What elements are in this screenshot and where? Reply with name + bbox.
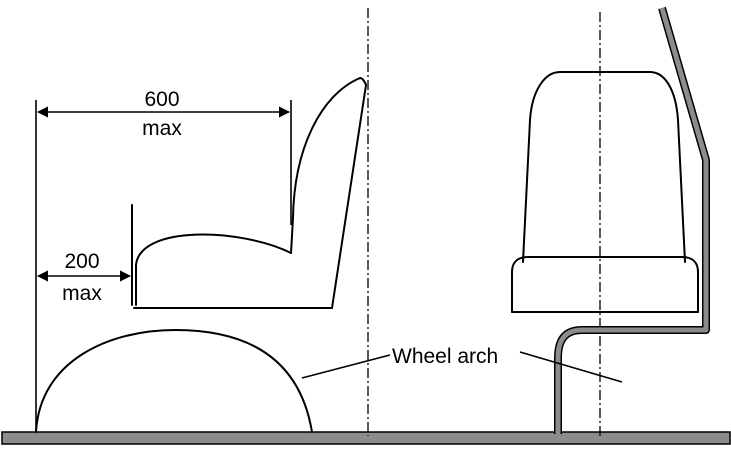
dimension-200-unit: max [62,282,102,305]
dimension-200-value: 200 [64,250,99,273]
wheel-arch-leader-left [301,354,391,379]
wheel-arch-label: Wheel arch [392,345,498,368]
dimension-200: 200 max [36,250,132,305]
seat-side-view [131,77,367,309]
seat-rear-view [511,71,699,313]
wheel-arch-leader-right [519,351,623,383]
dimension-600-unit: max [142,117,182,140]
dimension-600: 600 max [36,88,292,225]
wheel-arch-outline [35,329,313,433]
dimension-600-value: 600 [144,88,179,111]
floor [1,431,731,445]
seat-support-frame [554,6,710,434]
